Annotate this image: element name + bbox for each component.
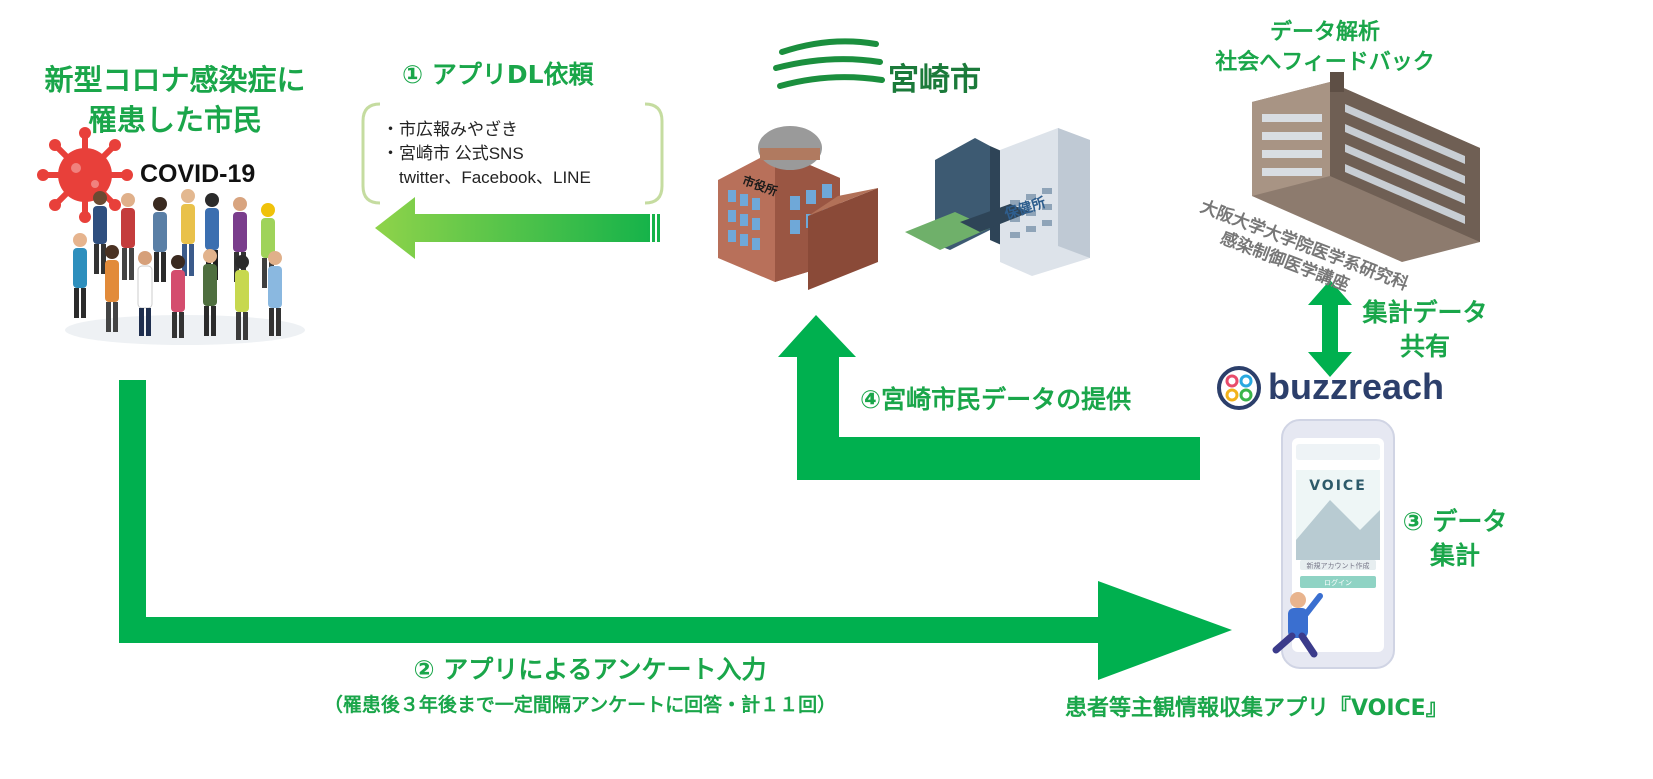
share-double-arrow [1308, 280, 1352, 377]
miyazaki-logo-mark [773, 38, 885, 89]
university-title-line2: 社会へフィードバック [1215, 50, 1435, 75]
step1-channel-list: ・市広報みやざき ・宮崎市 公式SNS twitter、Facebook、LIN… [382, 118, 591, 190]
channel-item: ・宮崎市 公式SNS [382, 144, 524, 163]
buzzreach-logo-icon [1217, 366, 1261, 410]
share-label-line2: 共有 [1399, 332, 1450, 361]
miyazaki-city-name: 宮崎市 [888, 62, 981, 98]
phone-screen-text: 新規アカウント作成 [1306, 562, 1370, 570]
university-title-line1: データ解析 [1269, 20, 1380, 45]
step2-label: ② アプリによるアンケート入力 [413, 655, 767, 684]
phone-login-button: ログイン [1324, 579, 1352, 587]
university-title: データ解析 社会へフィードバック [1180, 18, 1470, 78]
step2-note: （罹患後３年後まで一定間隔アンケートに回答・計１１回） [323, 694, 837, 716]
crowd-illustration [65, 189, 305, 345]
step3-label: ③ データ 集計 [1390, 505, 1520, 573]
app-caption: 患者等主観情報収集アプリ『VOICE』 [1065, 696, 1448, 721]
virus-icon [37, 127, 133, 223]
share-label: 集計データ 共有 [1355, 296, 1495, 364]
buzzreach-wordmark: buzzreach [1268, 366, 1445, 407]
pointing-person-illustration [1272, 592, 1323, 658]
step1-title: ① アプリDL依頼 [402, 60, 594, 89]
channel-item: twitter、Facebook、LINE [382, 168, 591, 187]
covid-label: COVID-19 [140, 160, 256, 188]
citizens-title-line1: 新型コロナ感染症に [44, 63, 306, 97]
citizens-title: 新型コロナ感染症に 罹患した市民 [20, 60, 330, 140]
step4-label: ④宮崎市民データの提供 [860, 385, 1132, 414]
step2-arrow [119, 380, 1232, 680]
citizens-title-line2: 罹患した市民 [87, 103, 262, 137]
university-building [1252, 72, 1480, 262]
step3-label-line2: 集計 [1429, 541, 1480, 570]
city-hall-building [718, 126, 878, 290]
step1-arrow [375, 197, 660, 259]
channel-bracket [361, 102, 664, 205]
health-center-building [905, 128, 1090, 276]
phone-app-name: VOICE [1309, 478, 1367, 494]
step3-label-line1: ③ データ [1402, 507, 1508, 536]
step4-arrow [778, 315, 1200, 480]
share-label-line1: 集計データ [1362, 298, 1488, 327]
channel-item: ・市広報みやざき [382, 120, 518, 139]
